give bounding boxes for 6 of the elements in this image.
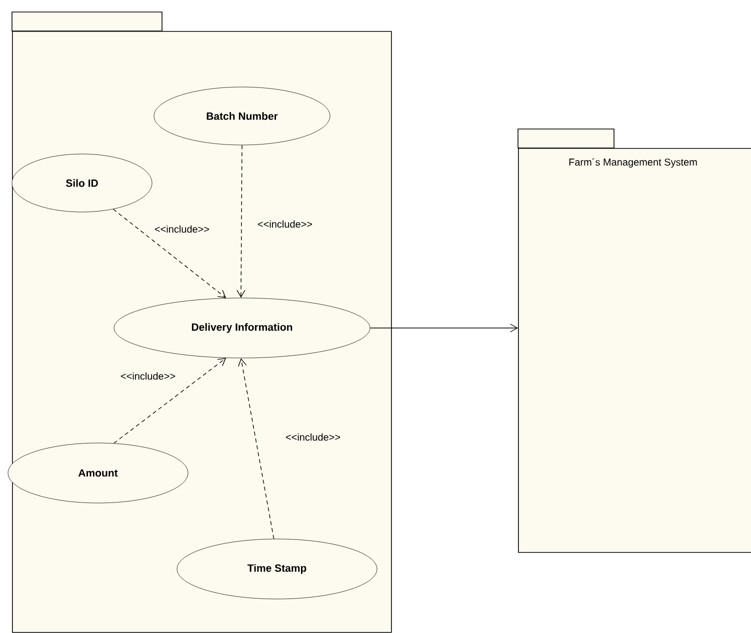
arrow	[238, 358, 274, 540]
arrow	[113, 358, 226, 444]
arrow	[370, 324, 518, 332]
package-box: Farm´s Management System	[518, 128, 751, 553]
arrow	[236, 144, 246, 298]
arrow	[112, 208, 226, 298]
